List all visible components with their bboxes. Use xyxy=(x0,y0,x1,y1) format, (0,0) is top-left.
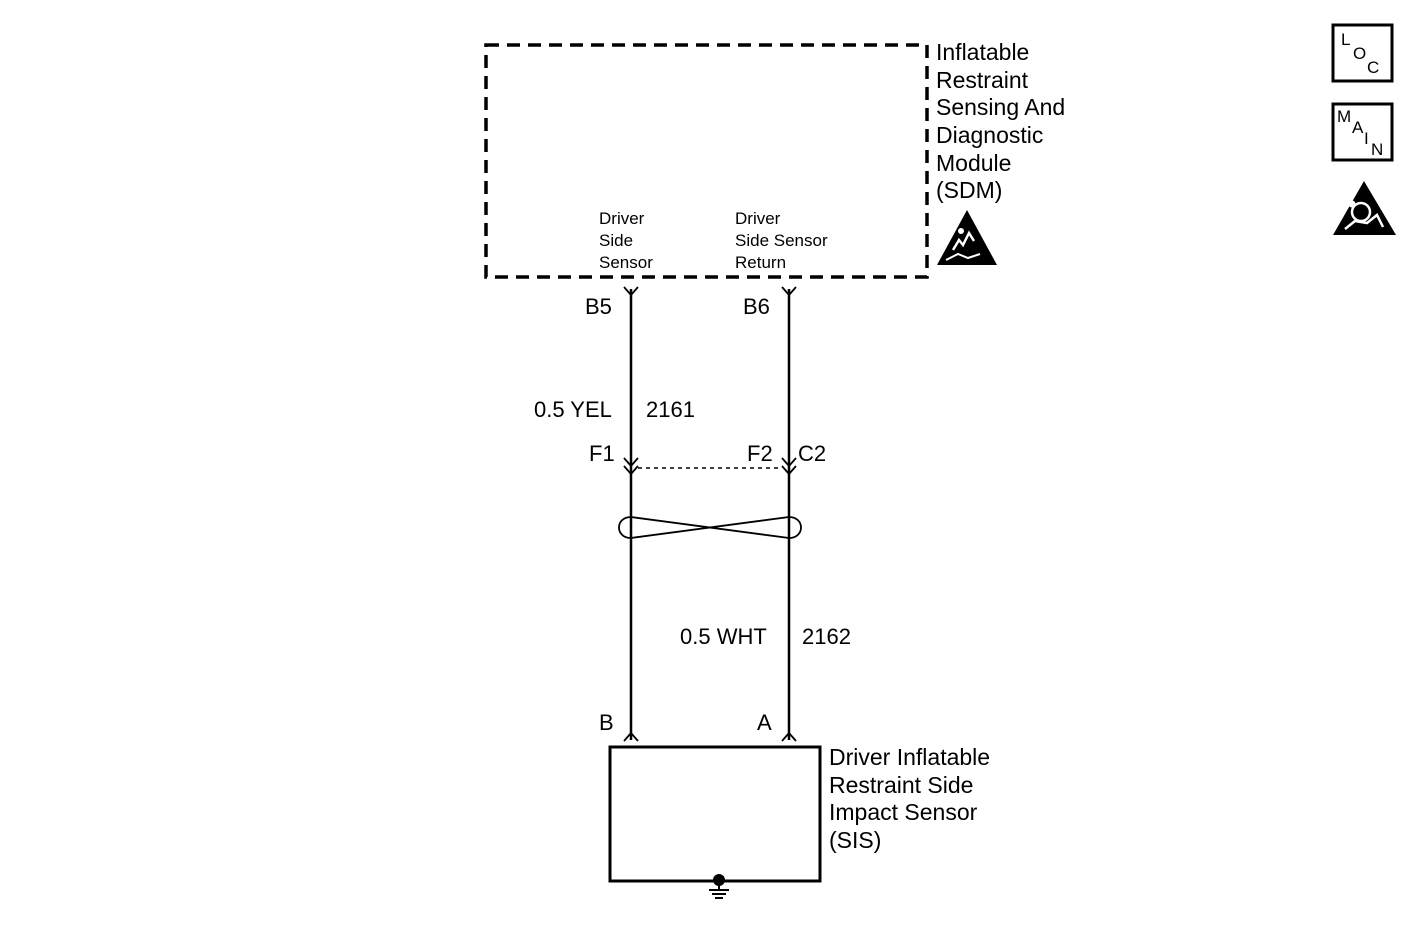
pin-right-label-line-2: Side Sensor xyxy=(735,231,828,250)
esd-warning-icon xyxy=(937,210,997,265)
sis-name: Driver Inflatable Restraint Side Impact … xyxy=(829,744,990,853)
main-letter-i: I xyxy=(1364,129,1369,148)
loc-letter-c: C xyxy=(1367,58,1379,77)
sis-sensor-box xyxy=(608,745,822,883)
sdm-name-line-6: (SDM) xyxy=(936,177,1002,203)
pin-left-label-line-2: Side xyxy=(599,231,633,250)
loc-letter-l: L xyxy=(1341,30,1350,49)
pin-right-label-line-1: Driver xyxy=(735,209,781,228)
main-icon[interactable]: M A I N xyxy=(1331,102,1394,162)
sdm-name-line-4: Diagnostic xyxy=(936,122,1043,148)
connector-a-label: A xyxy=(757,710,772,735)
wire-2161-circuit: 2161 xyxy=(646,397,695,422)
connector-c2-label: C2 xyxy=(798,441,826,466)
connector-b6-label: B6 xyxy=(743,294,770,319)
sdm-name-line-3: Sensing And xyxy=(936,94,1065,120)
sdm-module-box xyxy=(484,43,929,279)
sdm-pin-left-label: Driver Side Sensor xyxy=(599,209,653,272)
sdm-name-line-1: Inflatable xyxy=(936,39,1029,65)
sdm-name: Inflatable Restraint Sensing And Diagnos… xyxy=(936,39,1065,203)
connector-f1-male-symbol xyxy=(623,457,639,468)
pin-left-label-line-3: Sensor xyxy=(599,253,653,272)
loc-icon[interactable]: L O C xyxy=(1331,23,1394,83)
wire-2162-circuit: 2162 xyxy=(802,624,851,649)
connector-b-symbol xyxy=(623,731,639,742)
sis-name-line-4: (SIS) xyxy=(829,827,881,853)
loc-letter-o: O xyxy=(1353,44,1366,63)
ground-icon xyxy=(709,874,729,899)
connector-f2-label: F2 xyxy=(747,441,773,466)
sdm-pin-right-label: Driver Side Sensor Return xyxy=(735,209,828,272)
connector-b5-label: B5 xyxy=(585,294,612,319)
twisted-pair-symbol xyxy=(618,516,802,539)
connector-f2-male-symbol xyxy=(781,457,797,468)
main-letter-m: M xyxy=(1337,107,1351,126)
sis-name-line-1: Driver Inflatable xyxy=(829,744,990,770)
sdm-name-line-2: Restraint xyxy=(936,67,1029,93)
sis-name-line-3: Impact Sensor xyxy=(829,799,978,825)
airbag-warning-icon[interactable] xyxy=(1333,181,1396,235)
connector-b-label: B xyxy=(599,710,614,735)
sdm-name-line-5: Module xyxy=(936,150,1011,176)
pin-right-label-line-3: Return xyxy=(735,253,786,272)
connector-f1-label: F1 xyxy=(589,441,615,466)
pin-left-label-line-1: Driver xyxy=(599,209,645,228)
main-letter-a: A xyxy=(1352,118,1364,137)
main-letter-n: N xyxy=(1371,140,1383,159)
wire-2162-gauge-color: 0.5 WHT xyxy=(680,624,767,649)
sis-name-line-2: Restraint Side xyxy=(829,772,973,798)
wire-2161-gauge-color: 0.5 YEL xyxy=(534,397,612,422)
connector-a-symbol xyxy=(781,731,797,742)
